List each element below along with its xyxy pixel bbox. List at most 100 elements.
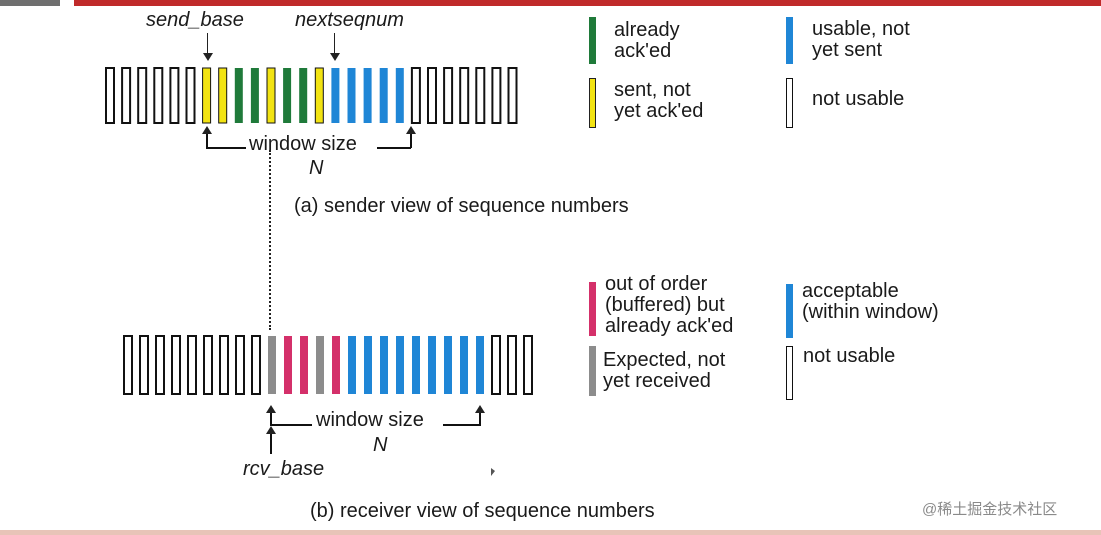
receiver-slot-20 [444, 336, 452, 394]
sender-slot-10 [266, 67, 276, 124]
receiver-slot-3 [171, 335, 181, 395]
sender-window-n: N [309, 157, 324, 179]
sender-slot-21 [443, 67, 454, 124]
legend-acceptable-label: acceptable (within window) [802, 280, 939, 323]
sender-slot-11 [283, 68, 292, 123]
sender-slot-13 [314, 67, 324, 124]
sender-slot-12 [299, 68, 308, 123]
sender-slot-24 [491, 67, 502, 124]
legend-out-of-order-swatch [589, 282, 596, 336]
receiver-slot-23 [491, 335, 501, 395]
sender-slot-5 [185, 67, 196, 124]
sender-slot-16 [363, 68, 372, 123]
send-base-arrow-shaft [207, 33, 208, 53]
receiver-window-left-line [270, 424, 312, 426]
legend-receiver-not-usable-label: not usable [803, 345, 896, 367]
receiver-window-size-label: window size [316, 409, 424, 431]
sender-slot-18 [395, 68, 404, 123]
receiver-caption: (b) receiver view of sequence numbers [310, 500, 655, 522]
receiver-slot-0 [123, 335, 133, 395]
receiver-slot-19 [428, 336, 436, 394]
rcv-base-arrow-shaft [270, 432, 272, 454]
receiver-slot-18 [412, 336, 420, 394]
legend-not-usable-label: not usable [812, 88, 905, 110]
receiver-slot-4 [187, 335, 197, 395]
top-edge-strip [0, 0, 1101, 6]
nextseqnum-arrow-head [330, 53, 340, 61]
receiver-slot-21 [460, 336, 468, 394]
send-base-arrow-head [203, 53, 213, 61]
sender-slot-1 [121, 67, 132, 124]
receiver-window-n: N [373, 434, 388, 456]
sender-window-right-riser [410, 132, 412, 148]
sender-slot-7 [218, 67, 228, 124]
receiver-slot-6 [219, 335, 229, 395]
sender-slot-2 [137, 67, 148, 124]
receiver-slot-25 [523, 335, 533, 395]
receiver-window-left-head [266, 405, 276, 413]
legend-expected-swatch [589, 346, 596, 396]
sender-slot-0 [105, 67, 115, 124]
sender-slot-4 [169, 67, 180, 124]
legend-acceptable-swatch [786, 284, 793, 338]
sender-window-left-riser [206, 132, 208, 148]
sender-window-right-line [377, 147, 411, 149]
sender-slot-19 [410, 67, 421, 124]
sender-caption: (a) sender view of sequence numbers [294, 195, 629, 217]
legend-expected-label: Expected, not yet received [603, 349, 726, 392]
sender-slot-23 [475, 67, 486, 124]
nextseqnum-arrow-shaft [334, 33, 335, 53]
sender-slot-9 [250, 68, 259, 123]
legend-sent-swatch [589, 78, 596, 128]
receiver-slot-10 [284, 336, 292, 394]
receiver-window-right-line [443, 424, 480, 426]
receiver-slot-15 [364, 336, 372, 394]
legend-usable-label: usable, not yet sent [812, 18, 910, 61]
receiver-slot-22 [476, 336, 484, 394]
sender-window-size-label: window size [249, 133, 357, 155]
legend-sent-label: sent, not yet ack'ed [614, 79, 704, 122]
receiver-slot-9 [268, 336, 276, 394]
sender-slot-17 [379, 68, 388, 123]
legend-out-of-order-label: out of order (buffered) but already ack'… [605, 273, 734, 337]
receiver-slot-11 [300, 336, 308, 394]
receiver-window-right-riser [479, 411, 481, 426]
receiver-slot-16 [380, 336, 388, 394]
sender-slot-6 [202, 67, 212, 124]
legend-acked-swatch [589, 17, 596, 64]
nextseqnum-label: nextseqnum [295, 9, 404, 31]
sender-window-left-head [202, 126, 212, 134]
receiver-slot-14 [348, 336, 356, 394]
dotted-connector [269, 150, 271, 330]
sender-slot-14 [331, 68, 340, 123]
sender-slot-20 [427, 67, 437, 124]
sender-slot-25 [507, 67, 518, 124]
receiver-slot-1 [139, 335, 149, 395]
sender-window-right-head [406, 126, 416, 134]
receiver-window-right-head [475, 405, 485, 413]
sender-slot-8 [234, 68, 243, 123]
legend-receiver-not-usable-swatch [786, 346, 793, 400]
sender-slot-15 [347, 68, 356, 123]
legend-not-usable-swatch [786, 78, 793, 128]
receiver-slot-8 [251, 335, 261, 395]
receiver-slot-12 [316, 336, 324, 394]
watermark-text: @稀土掘金技术社区 [922, 501, 1058, 518]
receiver-window-left-riser [270, 411, 272, 426]
sender-slot-22 [459, 67, 470, 124]
sender-window-left-line [206, 147, 246, 149]
rcv-base-arrow-head [266, 426, 276, 434]
receiver-slot-17 [396, 336, 404, 394]
receiver-slot-5 [203, 335, 213, 395]
legend-usable-swatch [786, 17, 793, 64]
sender-slot-3 [153, 67, 164, 124]
receiver-slot-13 [332, 336, 340, 394]
mouse-cursor-icon [491, 468, 495, 476]
rcv-base-label: rcv_base [243, 458, 325, 480]
receiver-slot-7 [235, 335, 245, 395]
bottom-edge-strip [0, 530, 1101, 535]
receiver-slot-2 [155, 335, 165, 395]
legend-acked-label: already ack'ed [614, 19, 680, 62]
